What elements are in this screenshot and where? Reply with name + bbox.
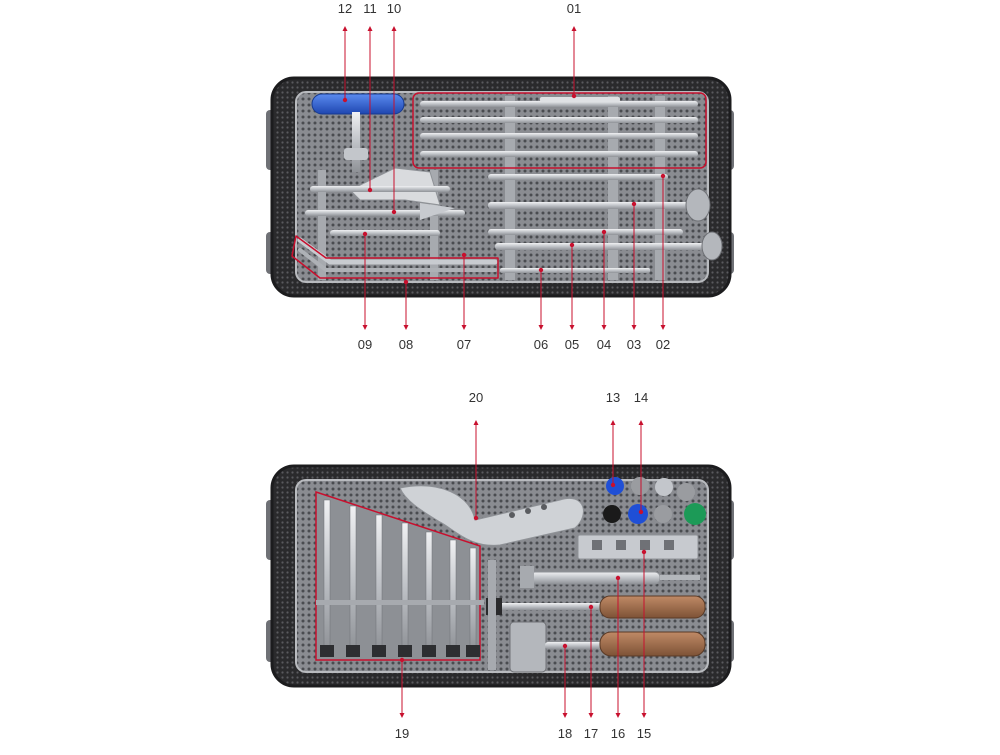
label-10: 10 (386, 1, 402, 16)
label-15: 15 (636, 726, 652, 741)
highlight-box-01 (412, 92, 707, 169)
label-17: 17 (583, 726, 599, 741)
label-01: 01 (566, 1, 582, 16)
callout-03 (631, 201, 637, 330)
label-13: 13 (605, 390, 621, 405)
label-14: 14 (633, 390, 649, 405)
label-18: 18 (557, 726, 573, 741)
label-20: 20 (468, 390, 484, 405)
instrument-07-08-bent-rod (291, 235, 499, 279)
instrument-16-sleeve (520, 566, 700, 588)
callout-04 (601, 229, 607, 330)
callout-lines (342, 26, 666, 718)
callout-20 (473, 420, 479, 521)
callout-07 (461, 252, 467, 330)
instruments-10-11 (305, 167, 465, 220)
callout-08 (403, 279, 409, 330)
callout-14 (638, 420, 644, 515)
bottom-tray (266, 464, 734, 688)
label-05: 05 (564, 337, 580, 352)
label-11: 11 (363, 1, 377, 16)
label-07: 07 (456, 337, 472, 352)
label-09: 09 (357, 337, 373, 352)
label-02: 02 (655, 337, 671, 352)
instruments-13-14-balls (603, 477, 706, 525)
label-16: 16 (610, 726, 626, 741)
callout-12 (342, 26, 348, 103)
instrument-09-pin (330, 230, 440, 236)
callout-11 (367, 26, 373, 193)
callout-15 (641, 549, 647, 718)
tray-clips (318, 96, 665, 280)
top-tray (266, 76, 734, 298)
label-12: 12 (337, 1, 353, 16)
label-08: 08 (398, 337, 414, 352)
callout-17 (588, 604, 594, 718)
callout-10 (391, 26, 397, 215)
callout-06 (538, 267, 544, 330)
callout-19 (399, 657, 405, 718)
callout-16 (615, 575, 621, 718)
callout-05 (569, 242, 575, 330)
instrument-19-taps (315, 490, 484, 661)
callout-13 (610, 420, 616, 488)
label-03: 03 (626, 337, 642, 352)
label-04: 04 (596, 337, 612, 352)
instrument-12-blue-handle (311, 93, 405, 172)
label-06: 06 (533, 337, 549, 352)
callout-09 (362, 231, 368, 330)
instrument-18-ratchet (509, 621, 706, 673)
instrument-15-guide-block (577, 534, 699, 560)
callout-18 (562, 643, 568, 718)
callout-01 (571, 26, 577, 99)
instrument-01-rods (420, 97, 698, 157)
instrument-20-guide-arm (399, 485, 584, 546)
label-19: 19 (394, 726, 410, 741)
callout-02 (660, 173, 666, 330)
